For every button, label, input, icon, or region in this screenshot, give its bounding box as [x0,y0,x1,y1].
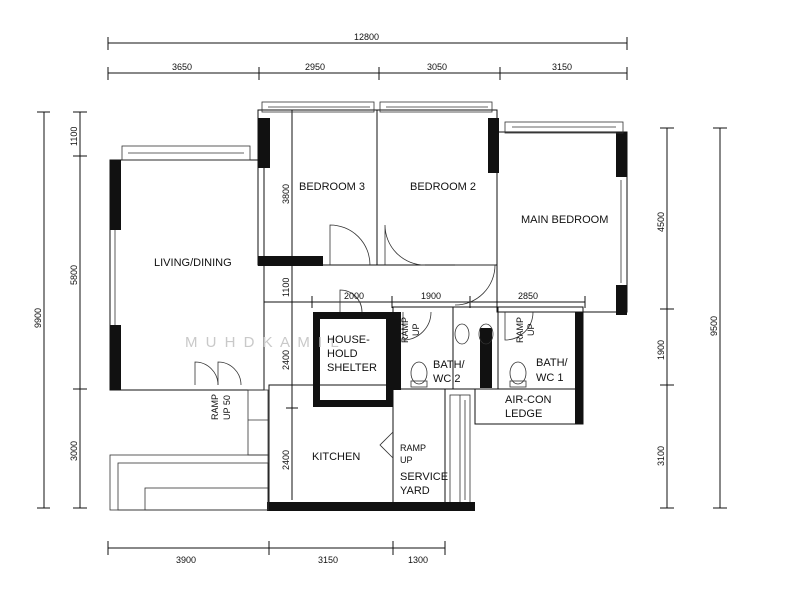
dim-bottom-1: 3900 [176,555,196,565]
ramp-labels: RAMP UP 50 RAMP UP RAMP UP RAMP UP [210,317,536,465]
label-ramp-bath1-1: RAMP [515,317,525,343]
dim-inner-bed3-height: 3800 [281,184,291,204]
label-kitchen: KITCHEN [312,451,360,463]
label-ramp-bath1-2: UP [526,323,536,336]
dim-right-1: 4500 [656,212,666,232]
label-household-shelter-3: SHELTER [327,362,377,374]
label-bath-2-1: BATH/ [433,359,466,371]
label-bath-2-2: WC 2 [433,373,461,385]
dim-bottom-2: 3150 [318,555,338,565]
basin-icon [478,323,494,345]
dim-left-2: 5800 [69,265,79,285]
label-bedroom-3: BEDROOM 3 [299,181,365,193]
doors [194,224,534,459]
dim-top-total: 12800 [354,32,379,42]
label-bath-1-1: BATH/ [536,357,569,369]
dimension-lines [37,37,727,555]
dim-left-1: 1100 [69,127,79,146]
label-ramp-up-50-1: RAMP [210,394,220,420]
dim-left-total: 9900 [33,308,43,328]
label-ramp-bath2-1: RAMP [400,317,410,343]
dim-top-4: 3150 [552,62,572,72]
dim-top-1: 3650 [172,62,192,72]
dim-right-total: 9500 [709,316,719,336]
dim-right-3: 3100 [656,446,666,466]
dim-inner-1900: 1900 [421,291,441,301]
label-service-yard-1: SERVICE [400,471,448,483]
label-bedroom-2: BEDROOM 2 [410,181,476,193]
dim-left-3: 3000 [69,441,79,461]
label-aircon-2: LEDGE [505,408,542,420]
dim-inner-2850: 2850 [518,291,538,301]
label-main-bedroom: MAIN BEDROOM [521,214,608,226]
label-ramp-yard-1: RAMP [400,443,426,453]
dim-bottom-3: 1300 [408,555,428,565]
dimension-labels: 12800 3650 2950 3050 3150 3900 3150 1300… [33,32,719,565]
label-bath-1-2: WC 1 [536,372,564,384]
room-labels: LIVING/DINING BEDROOM 3 BEDROOM 2 MAIN B… [154,181,608,497]
walls [109,101,628,511]
dim-inner-1100: 1100 [281,278,291,297]
label-living-dining: LIVING/DINING [154,257,232,269]
dim-inner-2000: 2000 [344,291,364,301]
label-household-shelter-1: HOUSE- [327,334,370,346]
label-ramp-yard-2: UP [400,455,413,465]
toilet-icon [410,361,428,385]
dim-inner-2400-a: 2400 [281,350,291,370]
label-aircon-1: AIR-CON [505,394,552,406]
label-ramp-up-50-2: UP 50 [222,395,232,420]
label-ramp-bath2-2: UP [411,323,421,336]
dim-inner-2400-b: 2400 [281,450,291,470]
watermark: M U H D K A M I L [185,334,341,351]
basin-icon [454,323,470,345]
dim-right-2: 1900 [656,340,666,360]
label-service-yard-2: YARD [400,485,430,497]
label-household-shelter-2: HOLD [327,348,358,360]
toilet-icon [509,361,527,385]
dim-top-3: 3050 [427,62,447,72]
fixtures [410,323,527,388]
dim-top-2: 2950 [305,62,325,72]
